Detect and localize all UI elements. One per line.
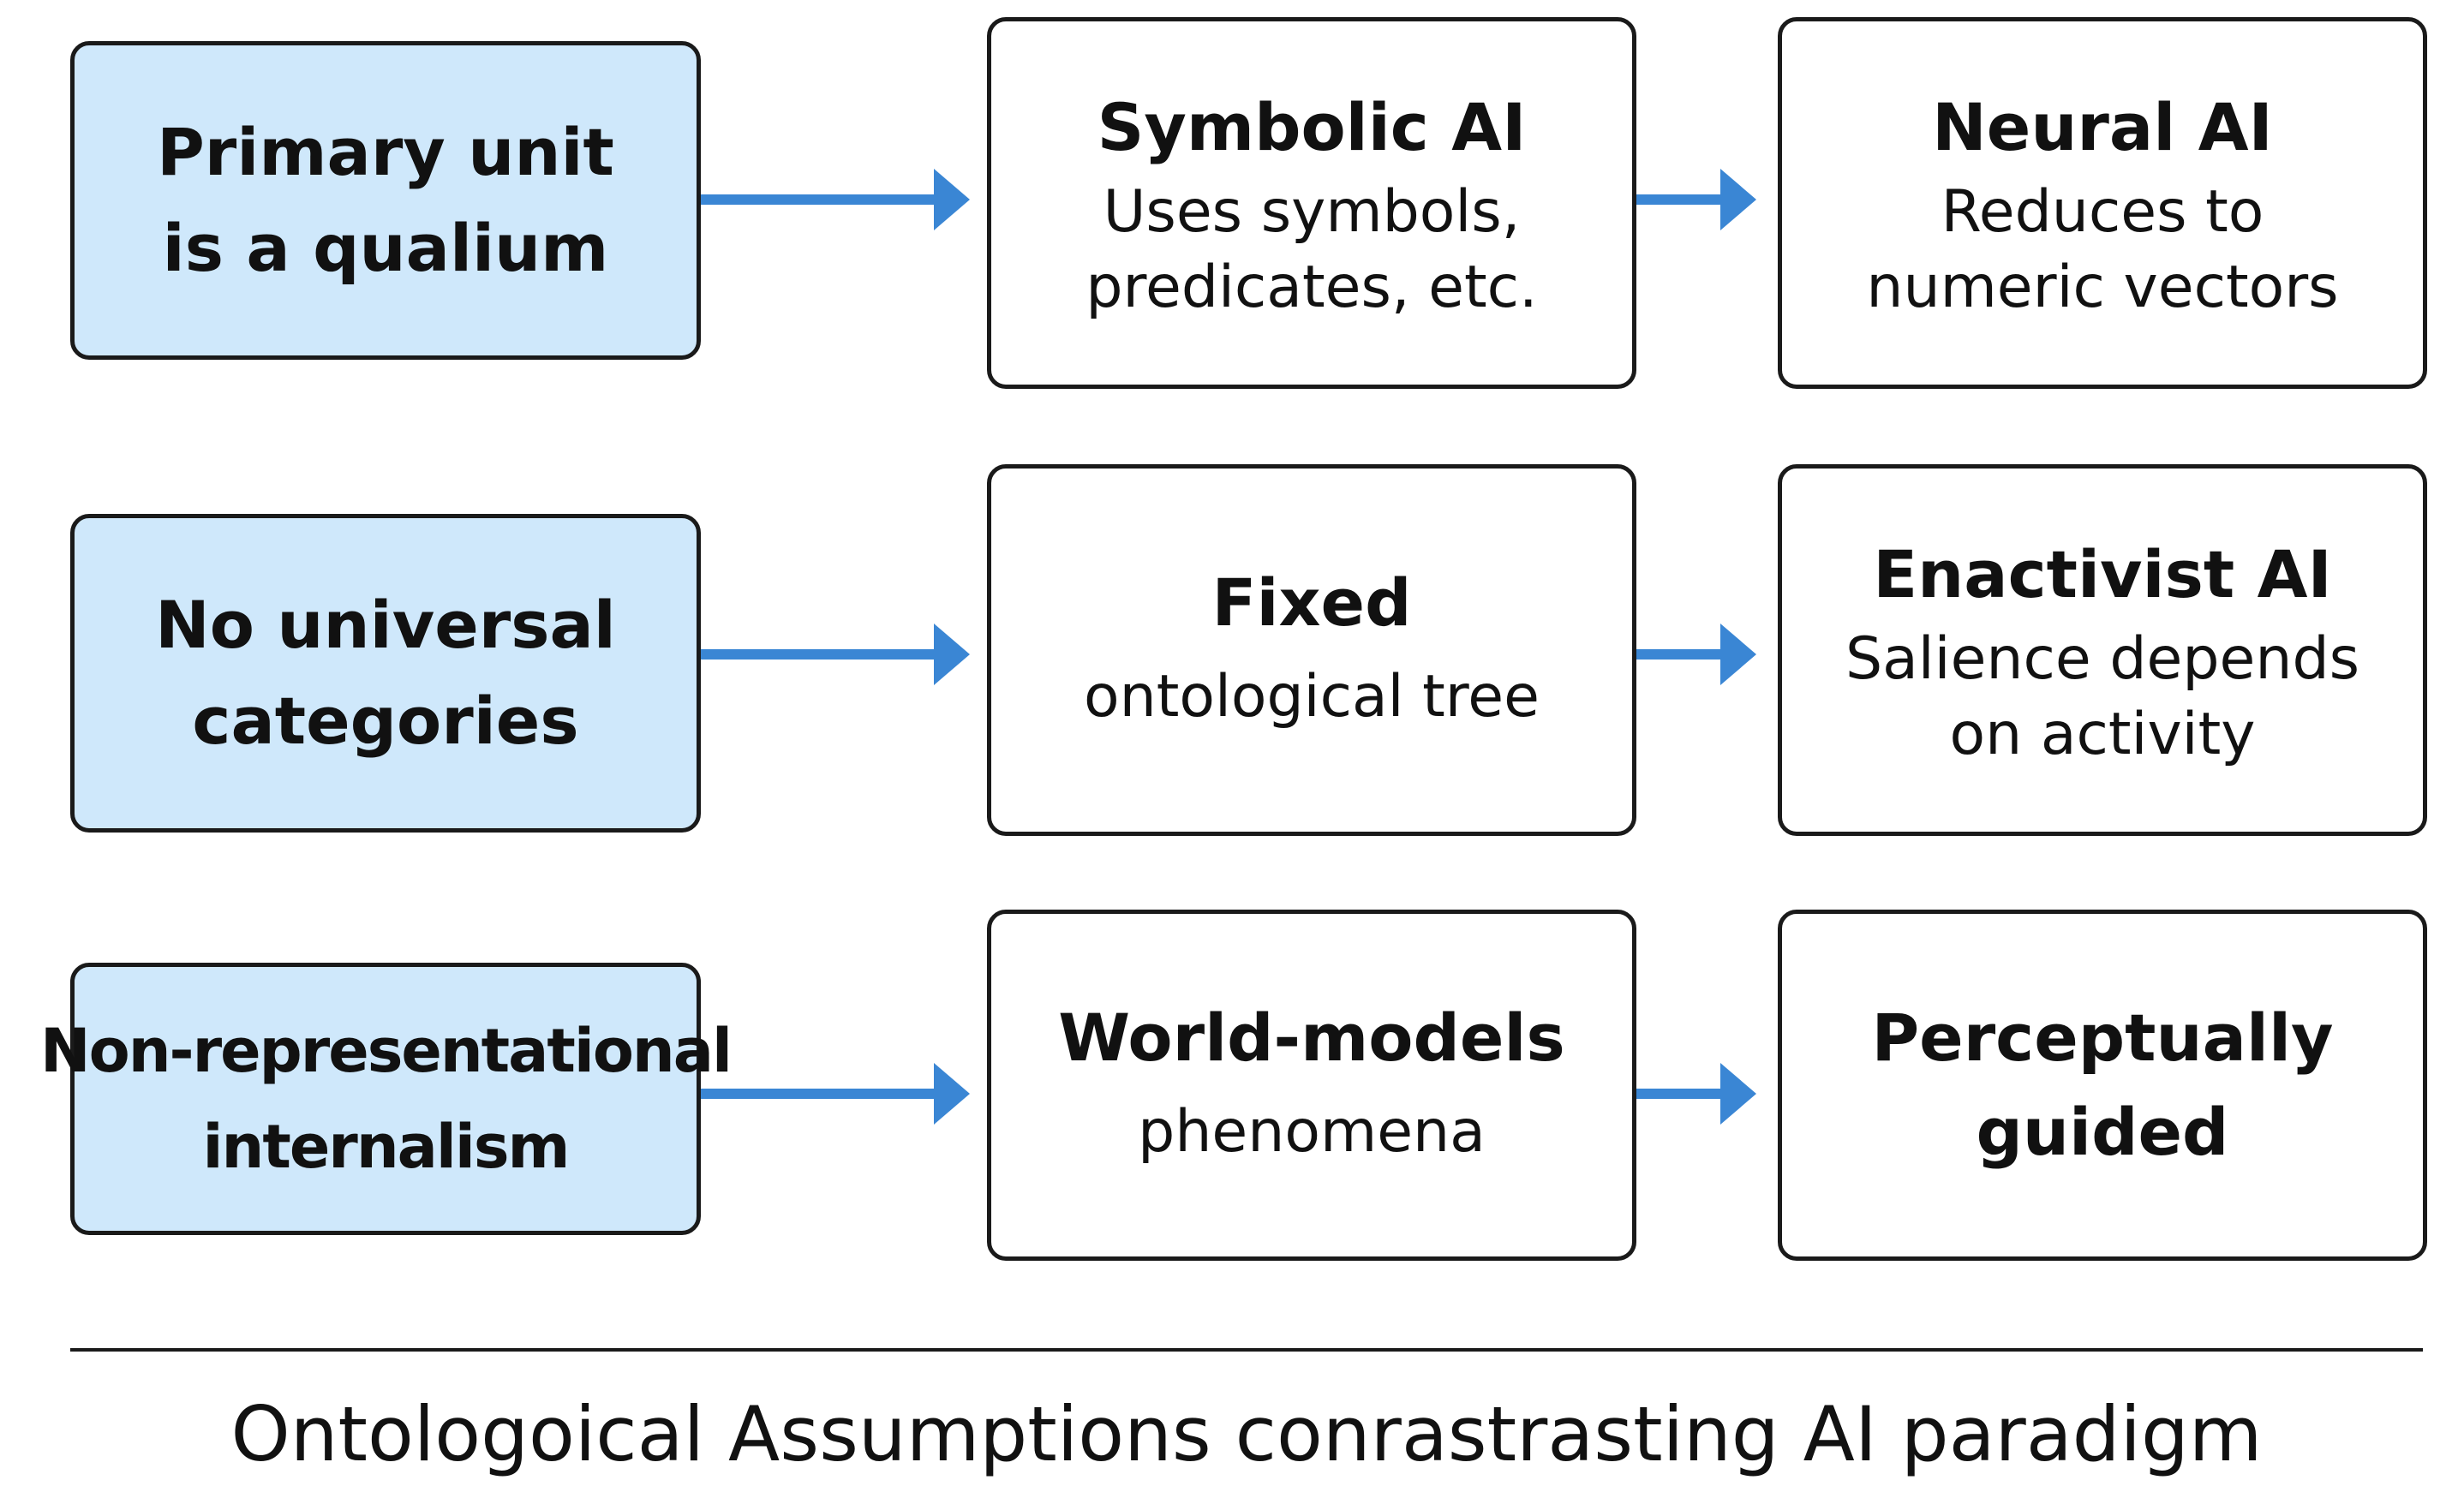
arrow-row3-middle-to-right (1636, 1063, 1756, 1125)
box-title: Non-representational internalism (40, 1003, 733, 1195)
box-title: Symbolic AI (1097, 89, 1527, 165)
box-title-line: guided (1976, 1094, 2229, 1170)
box-title-line: categories (192, 683, 579, 759)
box-perceptually-guided: Perceptually guided (1778, 910, 2427, 1261)
box-title: Primary unit is a qualium (157, 104, 614, 296)
box-subtitle-line: Reduces to (1941, 178, 2264, 246)
arrow-row1-left-to-middle (701, 169, 970, 230)
arrow-row1-middle-to-right (1636, 169, 1756, 230)
box-subtitle-line: numeric vectors (1866, 254, 2339, 321)
box-subtitle-line: on activity (1949, 701, 2256, 768)
box-non-representational-internalism: Non-representational internalism (40, 963, 733, 1235)
box-enactivist-ai: Enactivist AI Salience depends on activi… (1778, 464, 2427, 836)
box-title-line: Primary unit (157, 114, 614, 190)
box-neural-ai: Neural AI Reduces to numeric vectors (1778, 17, 2427, 389)
box-subtitle: ontological tree (1084, 650, 1540, 744)
box-subtitle-line: predicates, etc. (1085, 254, 1538, 321)
box-subtitle: Reduces to numeric vectors (1866, 175, 2338, 325)
box-title: World-models (1058, 1000, 1565, 1076)
box-title: Perceptually guided (1871, 991, 2333, 1179)
box-title-line: is a qualium (162, 210, 609, 286)
box-primary-unit: Primary unit is a qualium (70, 41, 701, 360)
box-subtitle-line: phenomena (1138, 1098, 1486, 1166)
arrow-row2-middle-to-right (1636, 624, 1756, 685)
box-title-line: Perceptually (1871, 1000, 2334, 1076)
box-world-models: World-models phenomena (987, 910, 1636, 1261)
box-title: Fixed (1211, 564, 1412, 641)
box-subtitle: Salience depends on activity (1845, 622, 2359, 773)
box-fixed-ontological-tree: Fixed ontological tree (987, 464, 1636, 836)
box-title: Enactivist AI (1873, 536, 2332, 612)
box-symbolic-ai: Symbolic AI Uses symbols, predicates, et… (987, 17, 1636, 389)
box-subtitle-line: Salience depends (1845, 625, 2360, 693)
box-subtitle-line: Uses symbols, (1103, 178, 1521, 246)
caption-divider (70, 1348, 2423, 1352)
arrow-row2-left-to-middle (701, 624, 970, 685)
box-title: Neural AI (1932, 89, 2273, 165)
box-subtitle-line: ontological tree (1084, 663, 1540, 731)
arrow-row3-left-to-middle (701, 1063, 970, 1125)
box-title-line: Non-representational (40, 1016, 733, 1086)
box-subtitle: phenomena (1138, 1085, 1486, 1179)
diagram-caption: Ontologoical Assumptions conrastrasting … (230, 1390, 2263, 1478)
box-title-line: No universal (155, 587, 616, 663)
box-subtitle: Uses symbols, predicates, etc. (1085, 175, 1537, 325)
box-title: No universal categories (155, 577, 616, 769)
box-no-universal-categories: No universal categories (70, 514, 701, 833)
box-title-line: internalism (202, 1112, 571, 1182)
